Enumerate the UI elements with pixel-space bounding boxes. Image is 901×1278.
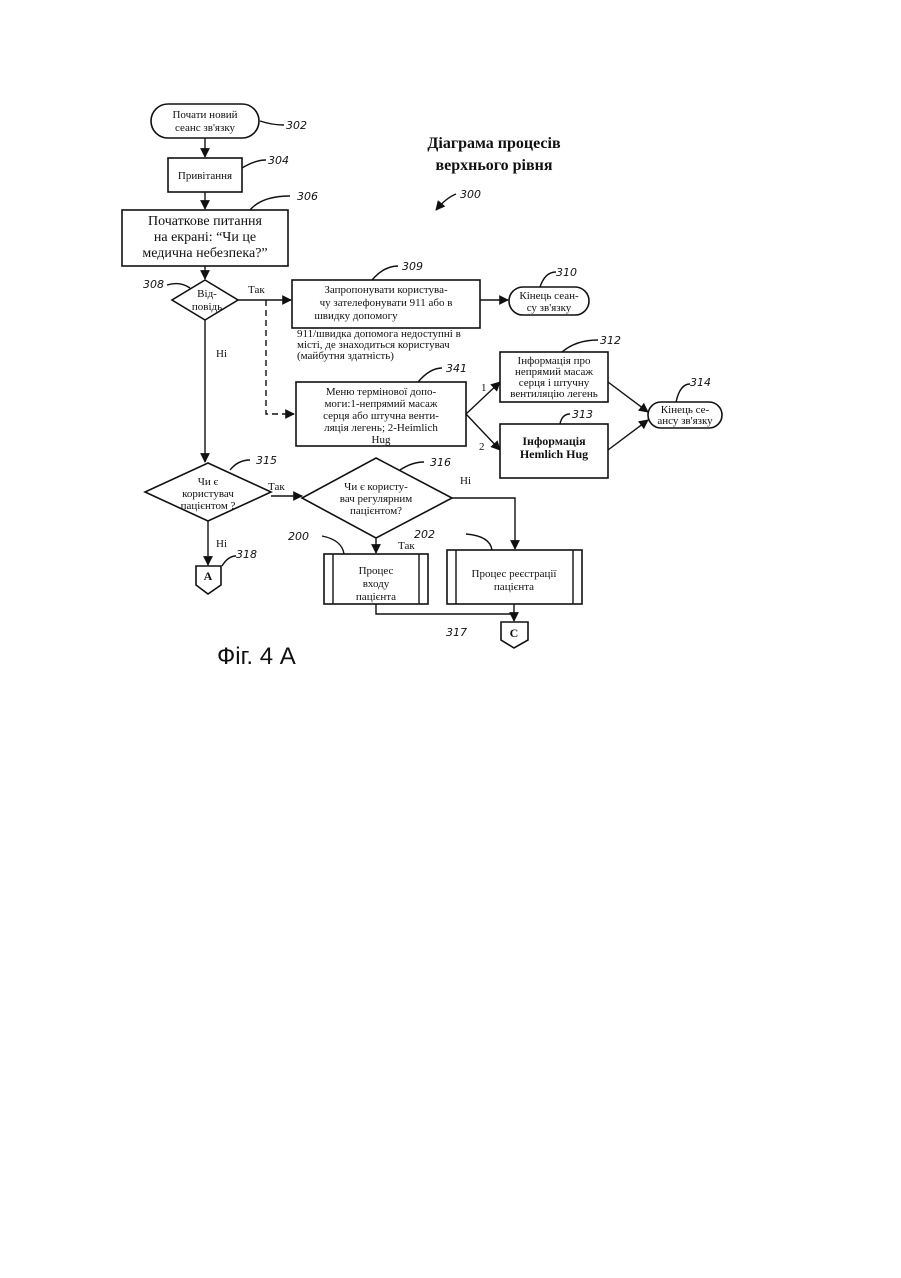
patient-registration-label-1: Процес реєстрації — [472, 568, 558, 580]
ref-202: 202 — [414, 528, 435, 541]
connector-a-label: A — [204, 569, 213, 583]
end1-label-1: Кінець сеан- — [519, 290, 579, 302]
ref-302: 302 — [286, 119, 307, 132]
ref-200-leader — [322, 536, 344, 554]
patient-login-label-1: Процес — [359, 565, 394, 577]
emergency-menu-label-1: Меню термінової допо- — [326, 386, 437, 398]
is-regular-label-3: пацієнтом? — [350, 505, 402, 517]
ref-317: 317 — [446, 626, 467, 639]
note-911-line-3: (майбутня здатність) — [297, 350, 394, 362]
ref-304: 304 — [268, 154, 289, 167]
start-label-2: сеанс зв'язку — [175, 122, 236, 134]
ref-318-leader — [222, 556, 236, 566]
is-regular-label-1: Чи є користу- — [344, 481, 408, 493]
connector-c-label: C — [510, 626, 519, 640]
ref-309-leader — [372, 266, 398, 280]
is-patient-label-1: Чи є — [198, 476, 219, 488]
ref-308: 308 — [143, 278, 164, 291]
ref-306: 306 — [297, 190, 318, 203]
arrow-cpr-end2 — [608, 382, 648, 412]
ref-313: 313 — [572, 408, 593, 421]
option-2-label: 2 — [479, 441, 485, 453]
ref-310-leader — [540, 272, 556, 287]
patient-registration-label-2: пацієнта — [494, 581, 534, 593]
ref-300-leader — [436, 194, 456, 210]
emergency-menu-label-4: ляція легень; 2-Heimlich — [324, 422, 438, 434]
is-patient-label-3: пацієнтом ? — [181, 500, 236, 512]
arrow-regular-registration — [452, 498, 515, 549]
answer-label-2: повідь — [192, 301, 222, 313]
ref-304-leader — [242, 160, 266, 168]
offer-call-label-3: швидку допомогу — [314, 310, 398, 322]
emergency-menu-label-5: Hug — [372, 434, 391, 446]
emergency-menu-label-3: серця або штучна венти- — [323, 410, 439, 422]
info-heimlich-label-2: Hemlich Hug — [520, 447, 588, 461]
ref-310: 310 — [556, 266, 577, 279]
offer-call-label-2: чу зателефонувати 911 або в — [320, 297, 453, 309]
yes-label-1: Так — [248, 284, 265, 296]
info-heimlich-label-1: Інформація — [522, 434, 586, 448]
is-regular-label-2: вач регулярним — [340, 493, 413, 505]
end2-label-2: ансу зв'язку — [657, 415, 713, 427]
ref-200: 200 — [288, 530, 309, 543]
dashed-path-to-menu — [266, 300, 294, 414]
figure-caption: Фіг. 4 А — [217, 643, 296, 670]
is-patient-label-2: користувач — [182, 488, 234, 500]
emergency-menu-label-2: моги:1-непрямий масаж — [324, 398, 437, 410]
ref-309: 309 — [402, 260, 423, 273]
ref-202-leader — [466, 534, 492, 550]
option-1-label: 1 — [481, 382, 487, 394]
ref-306-leader — [250, 196, 290, 210]
patient-login-label-3: пацієнта — [356, 591, 396, 603]
no-label-1: Ні — [216, 348, 227, 360]
answer-decision — [172, 280, 238, 320]
ref-308-leader — [167, 284, 190, 288]
initial-question-label-1: Початкове питання — [148, 214, 263, 229]
answer-label-1: Від- — [197, 288, 217, 300]
ref-318: 318 — [236, 548, 257, 561]
initial-question-label-3: медична небезпека?” — [142, 246, 267, 261]
ref-314-leader — [676, 384, 690, 402]
initial-question-label-2: на екрані: “Чи це — [154, 230, 256, 245]
yes-label-2: Так — [268, 481, 285, 493]
ref-300: 300 — [460, 188, 481, 201]
ref-316: 316 — [430, 456, 451, 469]
ref-302-leader — [260, 121, 284, 125]
start-label-1: Почати новий — [172, 109, 237, 121]
ref-314: 314 — [690, 376, 711, 389]
end1-label-2: су зв'язку — [527, 302, 572, 314]
greeting-label: Привітання — [178, 170, 232, 182]
ref-311: 341 — [446, 362, 467, 375]
patient-login-label-2: входу — [363, 578, 390, 590]
no-label-3: Ні — [460, 475, 471, 487]
ref-315-leader — [230, 460, 250, 470]
ref-311-leader — [418, 368, 442, 382]
no-label-2: Ні — [216, 538, 227, 550]
diagram-title-line-2: верхнього рівня — [435, 157, 552, 174]
yes-label-3: Так — [398, 540, 415, 552]
merge-line-login — [376, 604, 514, 614]
ref-315: 315 — [256, 454, 277, 467]
offer-call-label-1: Запропонувати користува- — [324, 284, 448, 296]
info-cpr-label-4: вентиляцію легень — [510, 388, 598, 400]
ref-313-leader — [560, 414, 570, 424]
ref-312: 312 — [600, 334, 621, 347]
ref-312-leader — [562, 340, 598, 352]
arrow-heimlich-end2 — [608, 420, 648, 450]
ref-316-leader — [400, 462, 424, 470]
diagram-title-line-1: Діаграма процесів — [427, 135, 561, 152]
